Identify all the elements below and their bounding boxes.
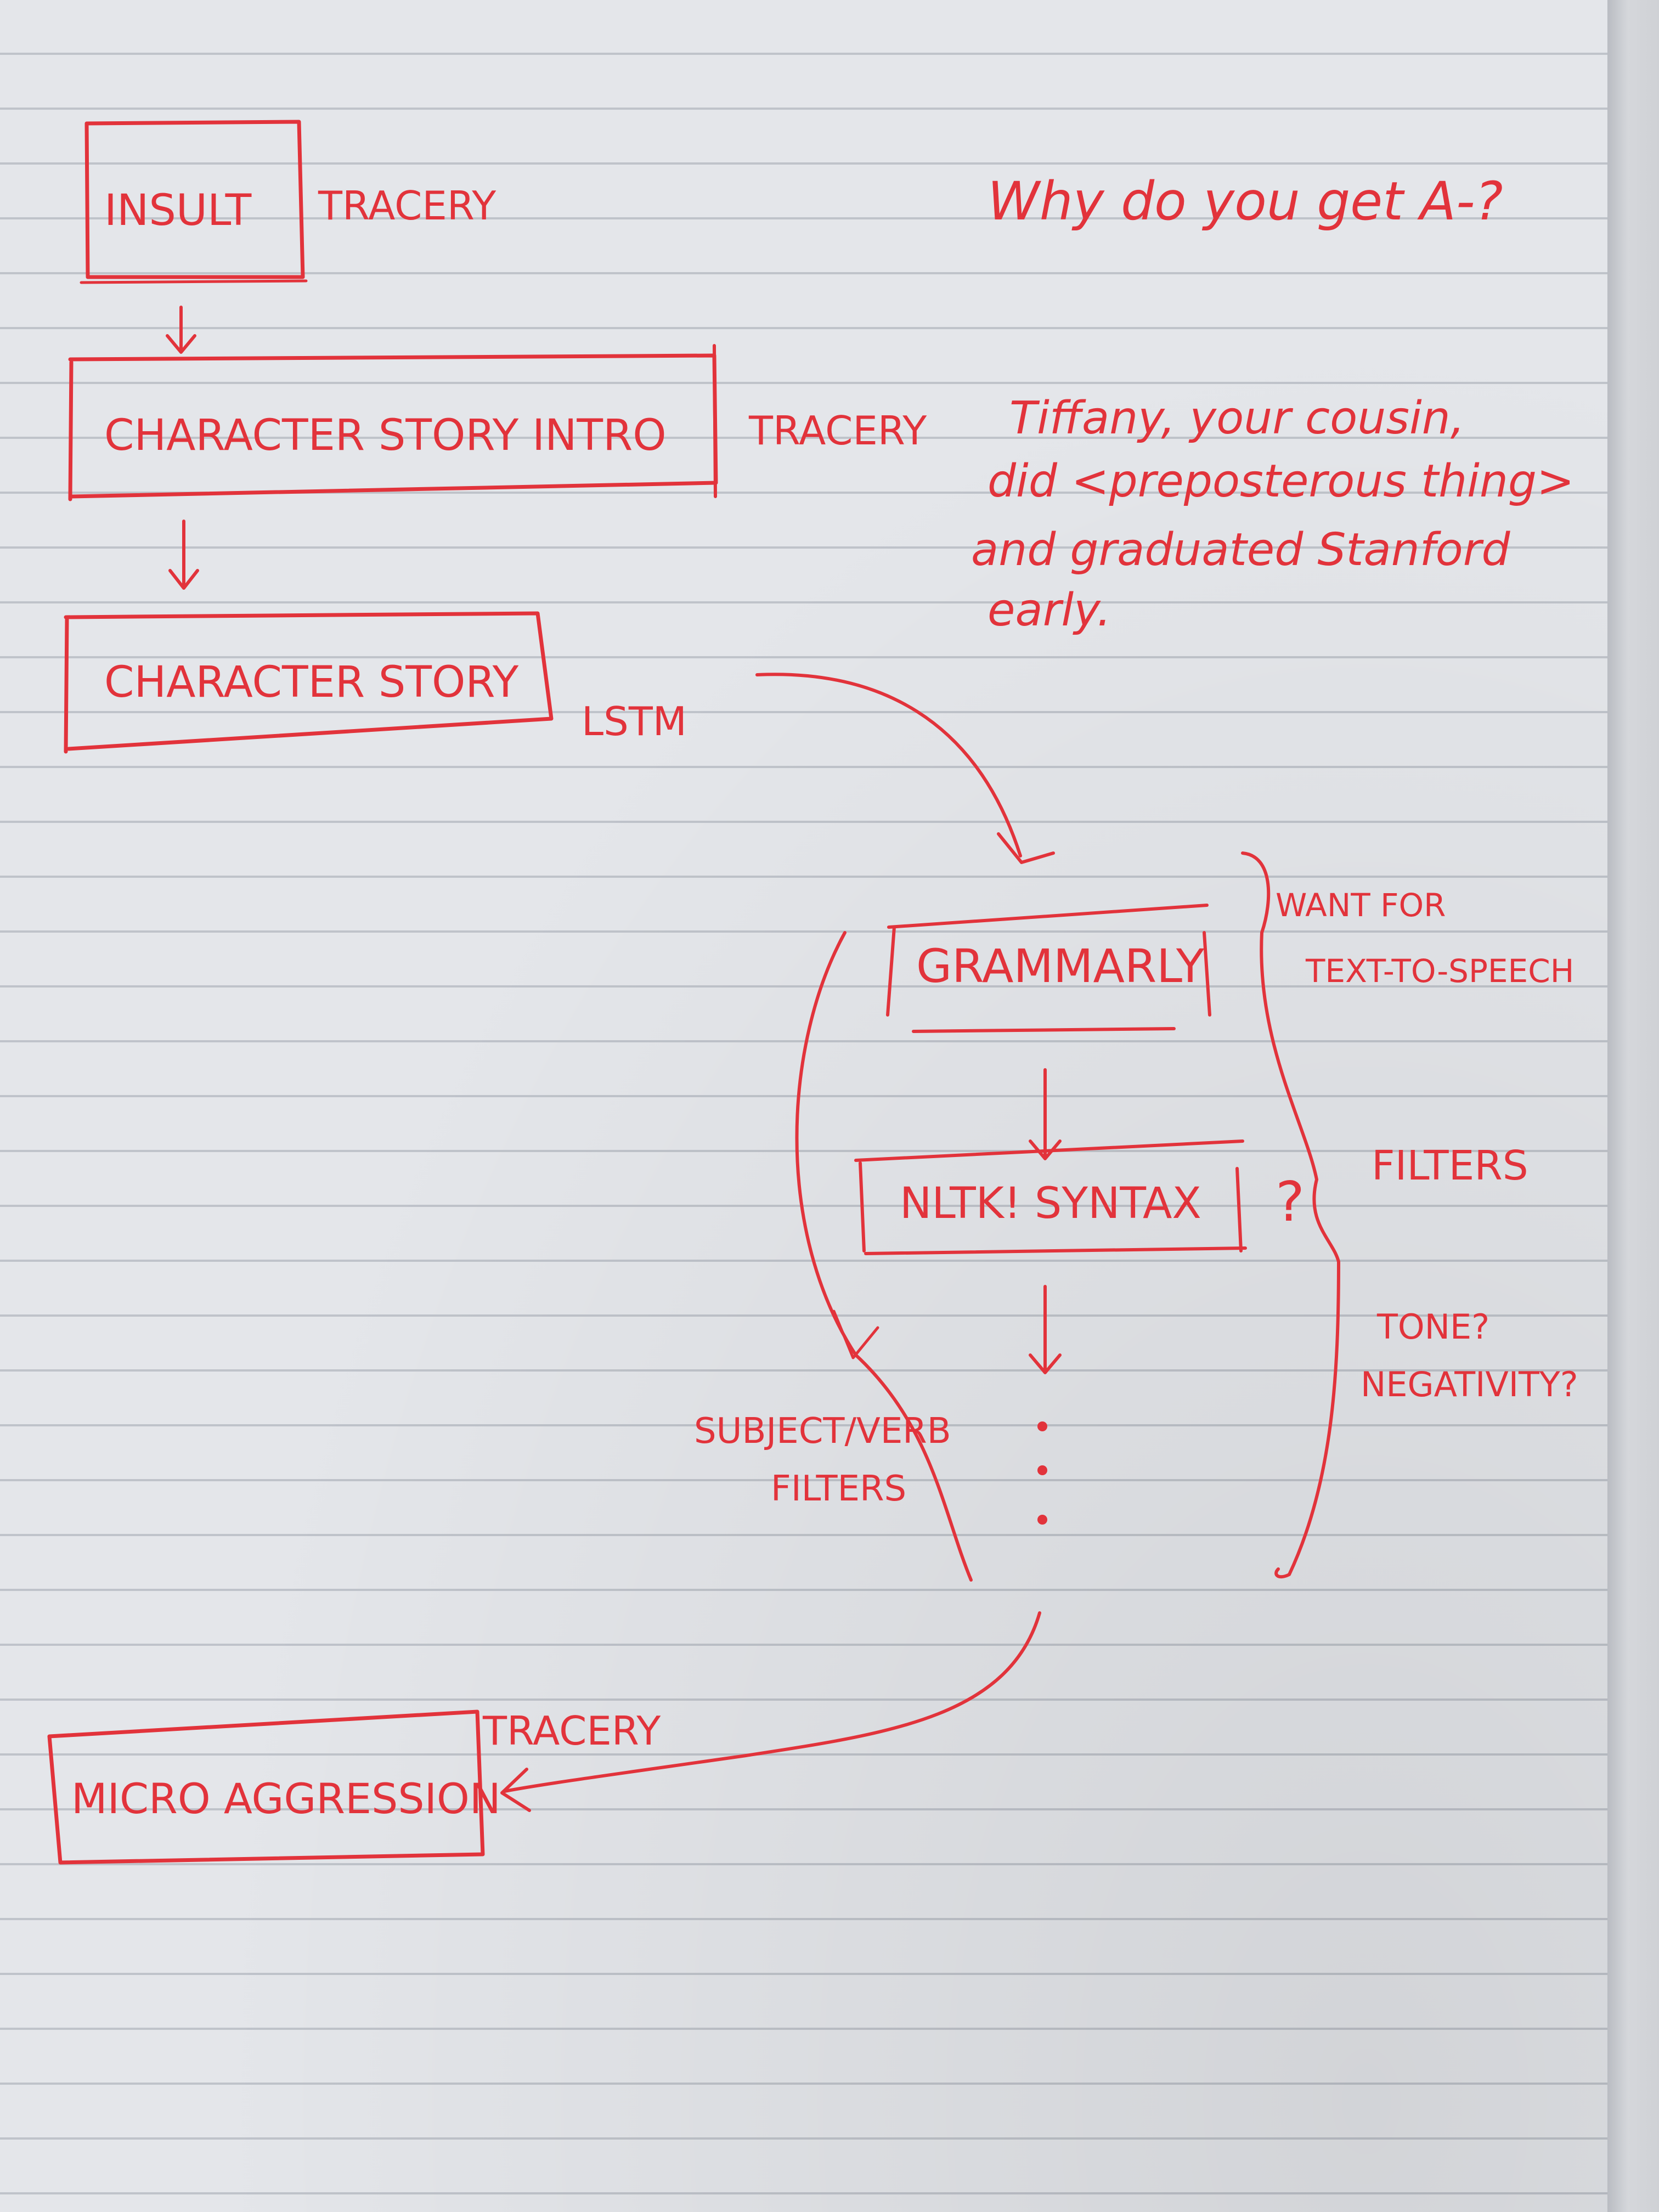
pipeline-left-curve [795,931,973,1582]
example-line-2: did <preposterous thing> [988,455,1575,507]
story-label: CHARACTER STORY [104,658,519,707]
want-for-line-2: TEXT-TO-SPEECH [1305,952,1574,990]
filters-question-mark: ? [1276,1170,1305,1234]
intro-tag-label: TRACERY [748,408,927,454]
story-box [64,611,554,751]
grammarly-node: GRAMMARLY [886,904,1211,1033]
arrow-nltk-to-ellipsis [1029,1285,1062,1374]
intro-label: CHARACTER STORY INTRO [104,411,667,460]
nltk-syntax-label: NLTK! SYNTAX [900,1179,1201,1228]
notebook-page [0,0,1607,2212]
insult-box [84,120,305,279]
arrow-intro-to-story [168,520,199,590]
want-for-line-1: WANT FOR [1276,887,1446,924]
micro-aggression-label: MICRO AGGRESSION [71,1774,501,1823]
example-line-4: early. [988,584,1111,636]
arrow-grammarly-to-nltk [1029,1068,1062,1160]
negativity-note: NEGATIVITY? [1361,1364,1578,1404]
grammarly-label: GRAMMARLY [916,939,1205,993]
insult-box-underline [80,279,308,284]
story-tag-label: LSTM [582,698,687,744]
subject-verb-line-1: SUBJECT/VERB [694,1411,951,1452]
tone-note: TONE? [1376,1307,1489,1347]
example-line-3: and graduated Stanford [971,524,1511,576]
micro-aggression-node: MICRO AGGRESSION [47,1709,501,1865]
arrow-to-micro-aggression [500,1611,1041,1812]
arrow-insult-to-intro [166,306,196,354]
arrow-story-to-grammarly [755,673,1055,864]
filters-label: FILTERS [1372,1142,1528,1189]
character-story-intro-node: CHARACTER STORY INTRO [68,344,718,501]
character-story-node: CHARACTER STORY [64,611,554,754]
pipeline-left-arrowhead [832,1310,879,1359]
continuation-dots [1037,1421,1047,1525]
filters-brace [1241,851,1340,1579]
notebook-page-edge [1607,0,1659,2212]
insult-node: INSULT [80,120,308,284]
micro-aggression-box [47,1709,485,1865]
example-line-1: Tiffany, your cousin, [1009,392,1465,444]
insult-label: INSULT [104,186,252,235]
subject-verb-line-2: FILTERS [771,1469,906,1509]
question-note: Why do you get A-? [988,171,1503,232]
insult-tag-label: TRACERY [318,183,496,229]
example-note: Tiffany, your cousin, did <preposterous … [971,392,1575,636]
micro-tag-label: TRACERY [482,1708,661,1754]
nltk-syntax-node: NLTK! SYNTAX [854,1139,1247,1255]
